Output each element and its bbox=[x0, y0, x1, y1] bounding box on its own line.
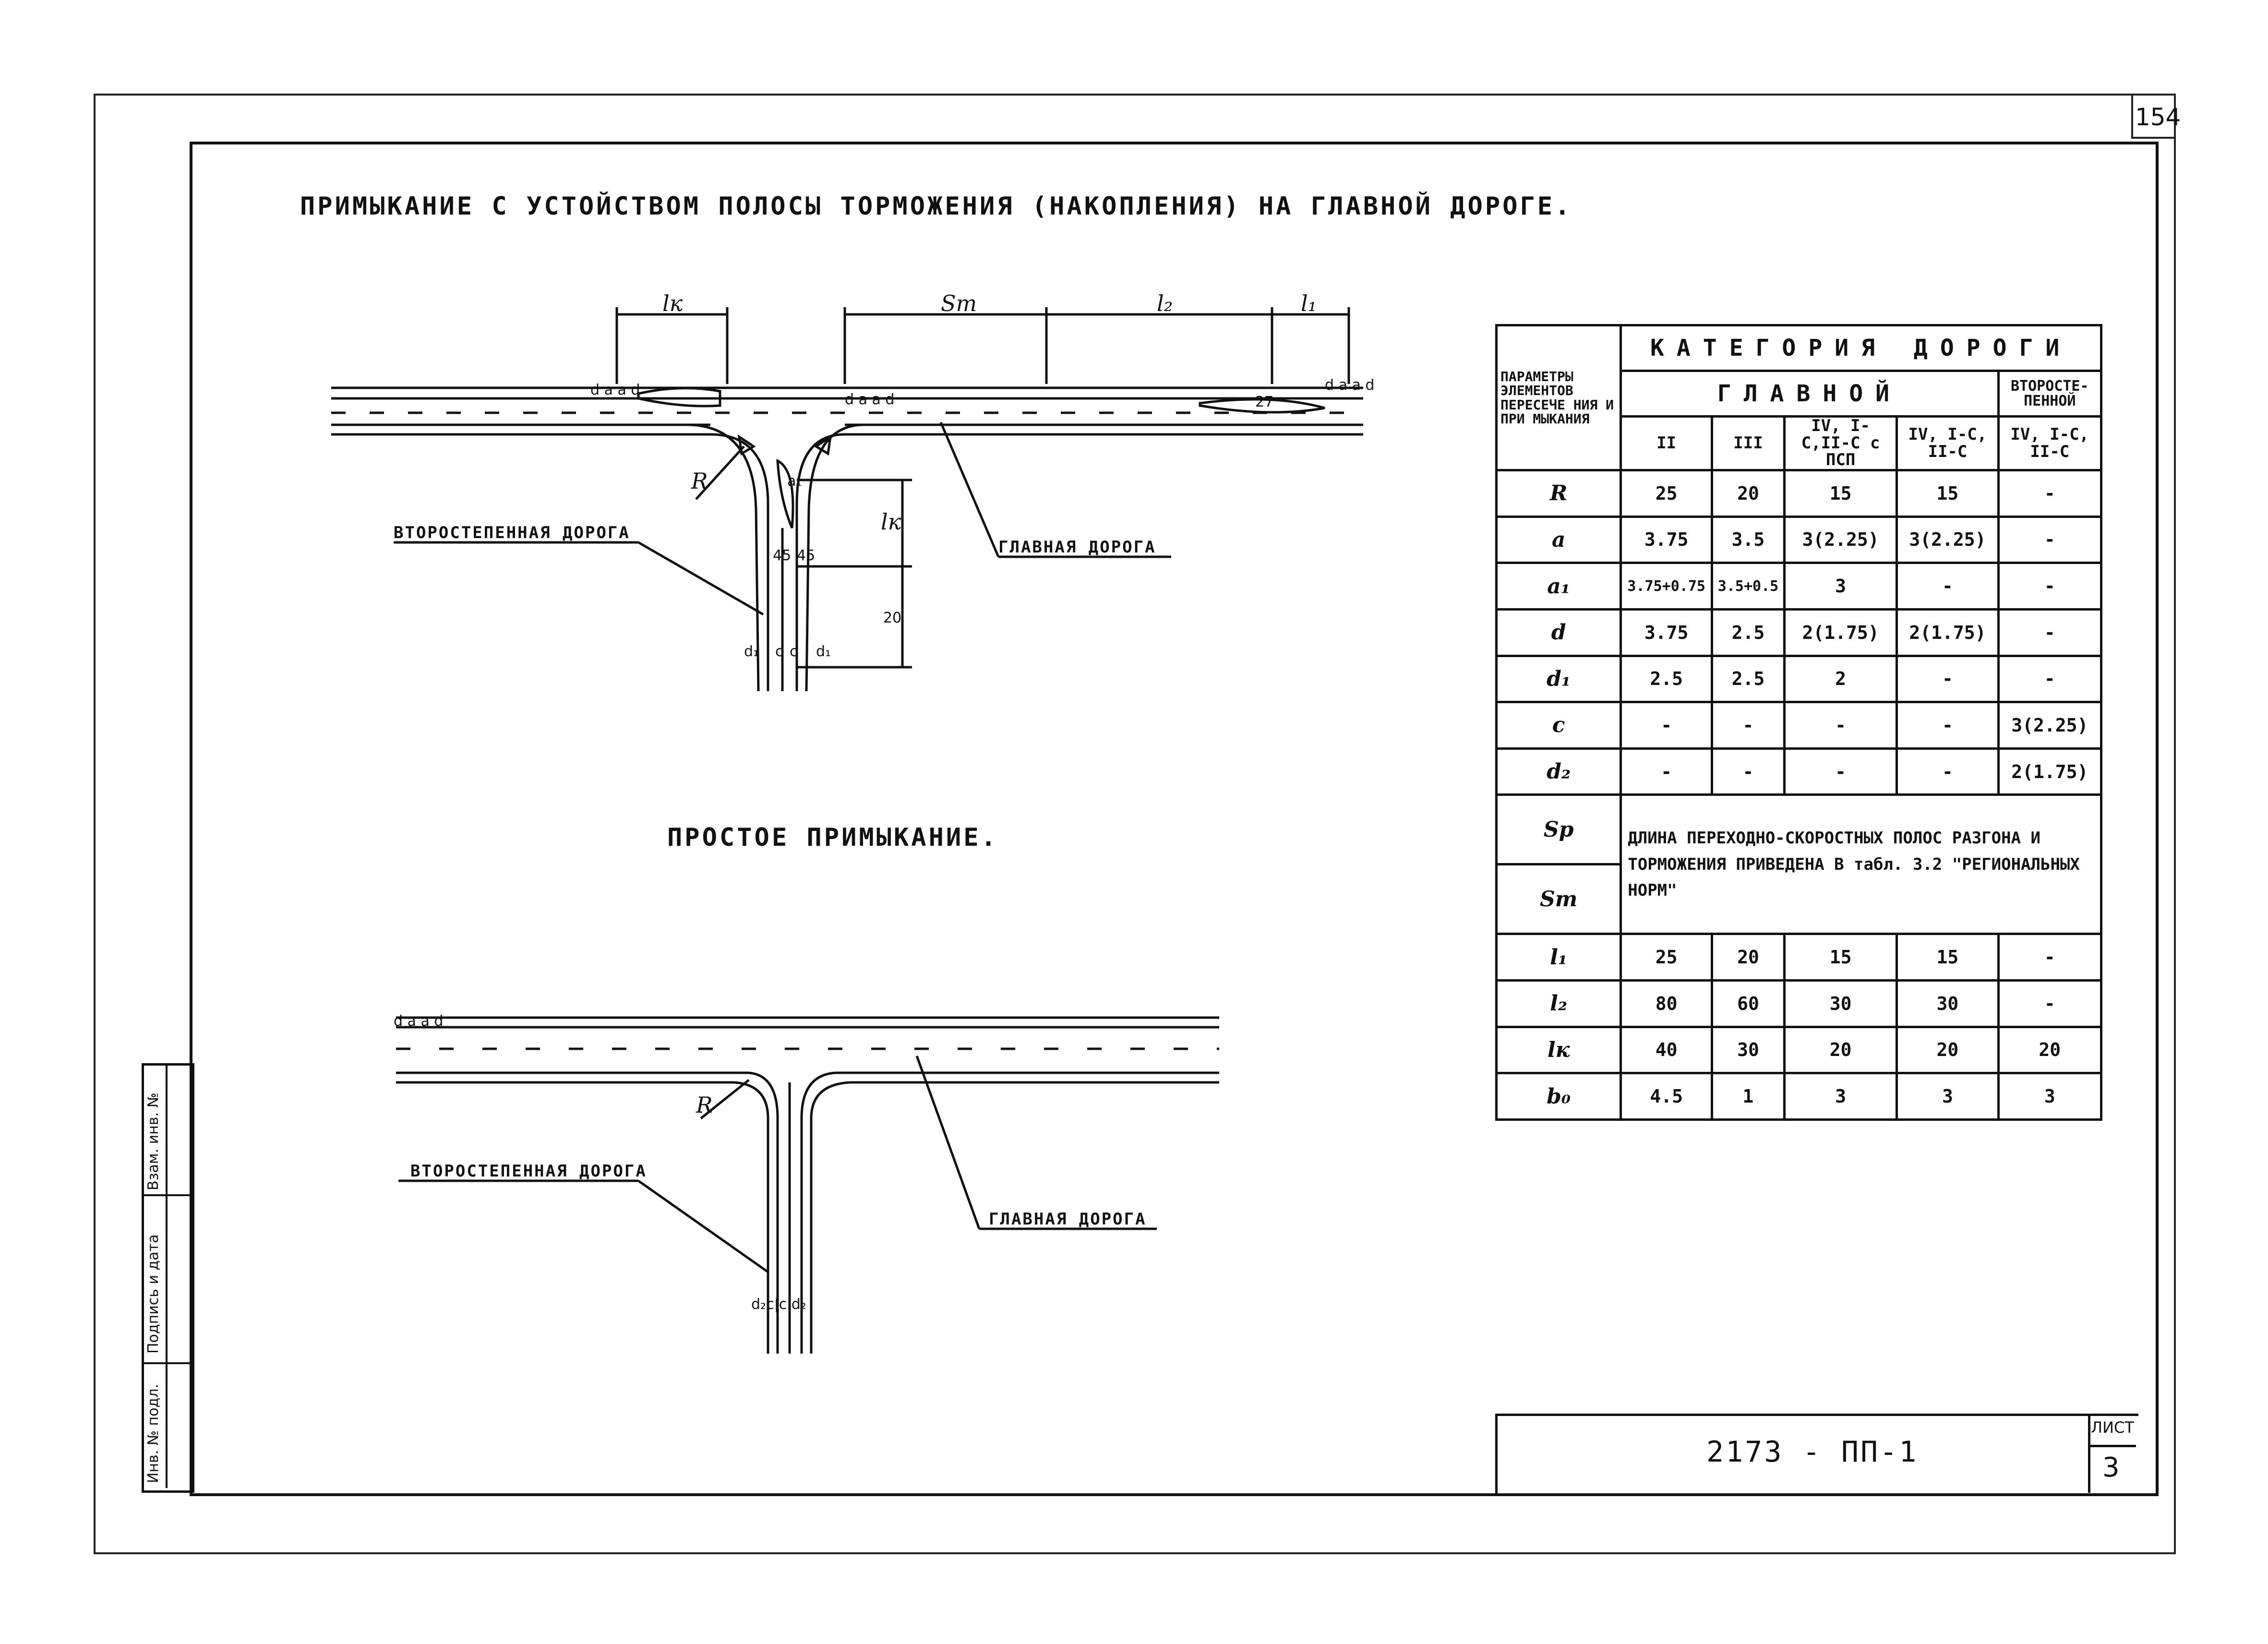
dim-l1: l₁ bbox=[1301, 290, 1317, 316]
table-row: R 25 20 15 15 - bbox=[1495, 469, 2103, 518]
corner-number-box bbox=[2131, 94, 2174, 139]
dim-a-marks-right: d a a d bbox=[1325, 377, 1375, 394]
dim-bottom-labels: d₂c|c d₂ bbox=[751, 1296, 806, 1313]
sheet-number: 3 bbox=[2102, 1452, 2120, 1483]
table-row: d 3.75 2.5 2(1.75) 2(1.75) - bbox=[1495, 608, 2103, 657]
table-row: lк 40 30 20 20 20 bbox=[1495, 1025, 2103, 1075]
table-row: c - - - - 3(2.25) bbox=[1495, 701, 2103, 750]
dim-lk-top: lк bbox=[662, 290, 683, 316]
side-inv-podl: Инв. № подл. bbox=[145, 1384, 162, 1483]
table-row: d₂ - - - - 2(1.75) bbox=[1495, 747, 2103, 796]
subheader-5: IV, I-С, II-С bbox=[1997, 415, 2103, 472]
dim-r-bottom: R bbox=[696, 1092, 713, 1118]
drawing-code: 2173 - ПП-1 bbox=[1706, 1435, 1919, 1469]
dim-20: 20 bbox=[883, 610, 902, 626]
heading-top: ПРИМЫКАНИЕ С УСТОЙСТВОМ ПОЛОСЫ ТОРМОЖЕНИ… bbox=[300, 192, 1572, 221]
table-row: a₁ 3.75+0.75 3.5+0.5 3 - - bbox=[1495, 562, 2103, 611]
corner-sheet-number: 154 bbox=[2135, 103, 2181, 131]
dim-27: 27 bbox=[1255, 394, 1274, 410]
dim-a-marks-mid: d a a d bbox=[845, 391, 895, 408]
dim-l2: l₂ bbox=[1157, 290, 1173, 316]
secondary-header: ВТОРОСТЕ-ПЕННОЙ bbox=[1997, 370, 2103, 418]
side-strip bbox=[142, 1063, 194, 1493]
parameters-table: ПАРАМЕТРЫ ЭЛЕМЕНТОВ ПЕРЕСЕЧЕ НИЯ И ПРИ М… bbox=[1495, 324, 2103, 1121]
subheader-4: IV, I-С, II-С bbox=[1896, 415, 2000, 472]
table-row: a 3.75 3.5 3(2.25) 3(2.25) - bbox=[1495, 515, 2103, 564]
label-secondary-road-bottom: ВТОРОСТЕПЕННАЯ ДОРОГА bbox=[410, 1162, 647, 1181]
table-row: Sт bbox=[1495, 863, 2101, 936]
dim-a1: a₁ bbox=[787, 473, 802, 490]
table-row: l₂ 80 60 30 30 - bbox=[1495, 979, 2103, 1028]
label-secondary-road-top: ВТОРОСТЕПЕННАЯ ДОРОГА bbox=[394, 523, 630, 542]
dim-c-right: c bbox=[790, 643, 798, 660]
outer-frame bbox=[94, 94, 2176, 1554]
subheader-3: IV, I-С,II-С с ПСП bbox=[1783, 415, 1898, 472]
subheader-2: III bbox=[1711, 415, 1786, 472]
top-junction bbox=[331, 307, 1363, 692]
dim-st: Sт bbox=[941, 290, 977, 316]
dim-d1-left: d₁ bbox=[744, 643, 759, 660]
sheet-box bbox=[2088, 1414, 2138, 1493]
side-vzam: Взам. инв. № bbox=[145, 1092, 162, 1190]
param-header: ПАРАМЕТРЫ ЭЛЕМЕНТОВ ПЕРЕСЕЧЕ НИЯ И ПРИ М… bbox=[1495, 324, 1622, 472]
label-main-road-top: ГЛАВНАЯ ДОРОГА bbox=[998, 538, 1156, 557]
dim-d1-right: d₁ bbox=[816, 643, 831, 660]
table-row: b₀ 4.5 1 3 3 3 bbox=[1495, 1072, 2103, 1121]
table-row: d₁ 2.5 2.5 2 - - bbox=[1495, 654, 2103, 704]
speed-lane-note: ДЛИНА ПЕРЕХОДНО-СКОРОСТНЫХ ПОЛОС РАЗГОНА… bbox=[1620, 793, 2102, 936]
side-podpis: Подпись и дата bbox=[145, 1234, 162, 1354]
dim-angle-left: 45 bbox=[773, 547, 792, 564]
heading-bottom: ПРОСТОЕ ПРИМЫКАНИЕ. bbox=[667, 823, 998, 852]
dim-angle-right: 45 bbox=[797, 547, 816, 564]
category-header: КАТЕГОРИЯ ДОРОГИ bbox=[1620, 324, 2102, 372]
title-block bbox=[1495, 1414, 2138, 1495]
table-row: l₁ 25 20 15 15 - bbox=[1495, 933, 2103, 982]
drawing-frame bbox=[190, 142, 2159, 1496]
side-strip-line bbox=[166, 1063, 168, 1488]
dim-a-marks-left: d a a d bbox=[590, 382, 640, 398]
main-header: ГЛАВНОЙ bbox=[1620, 370, 2000, 418]
table-row: Sр ДЛИНА ПЕРЕХОДНО-СКОРОСТНЫХ ПОЛОС РАЗГ… bbox=[1495, 793, 2102, 936]
dim-lk-side: lк bbox=[881, 509, 901, 535]
subheader-1: II bbox=[1620, 415, 1714, 472]
sheet-box-divider bbox=[2088, 1445, 2136, 1447]
dim-c-left: c bbox=[775, 643, 783, 660]
bottom-junction bbox=[396, 1016, 1219, 1354]
param-st: Sт bbox=[1495, 863, 1622, 936]
param-sp: Sр bbox=[1495, 793, 1622, 866]
sheet-label: ЛИСТ bbox=[2091, 1418, 2134, 1437]
dim-r-top: R bbox=[691, 468, 708, 494]
dim-a-marks-bottom: d a a d bbox=[394, 1013, 444, 1030]
label-main-road-bottom: ГЛАВНАЯ ДОРОГА bbox=[989, 1210, 1147, 1229]
